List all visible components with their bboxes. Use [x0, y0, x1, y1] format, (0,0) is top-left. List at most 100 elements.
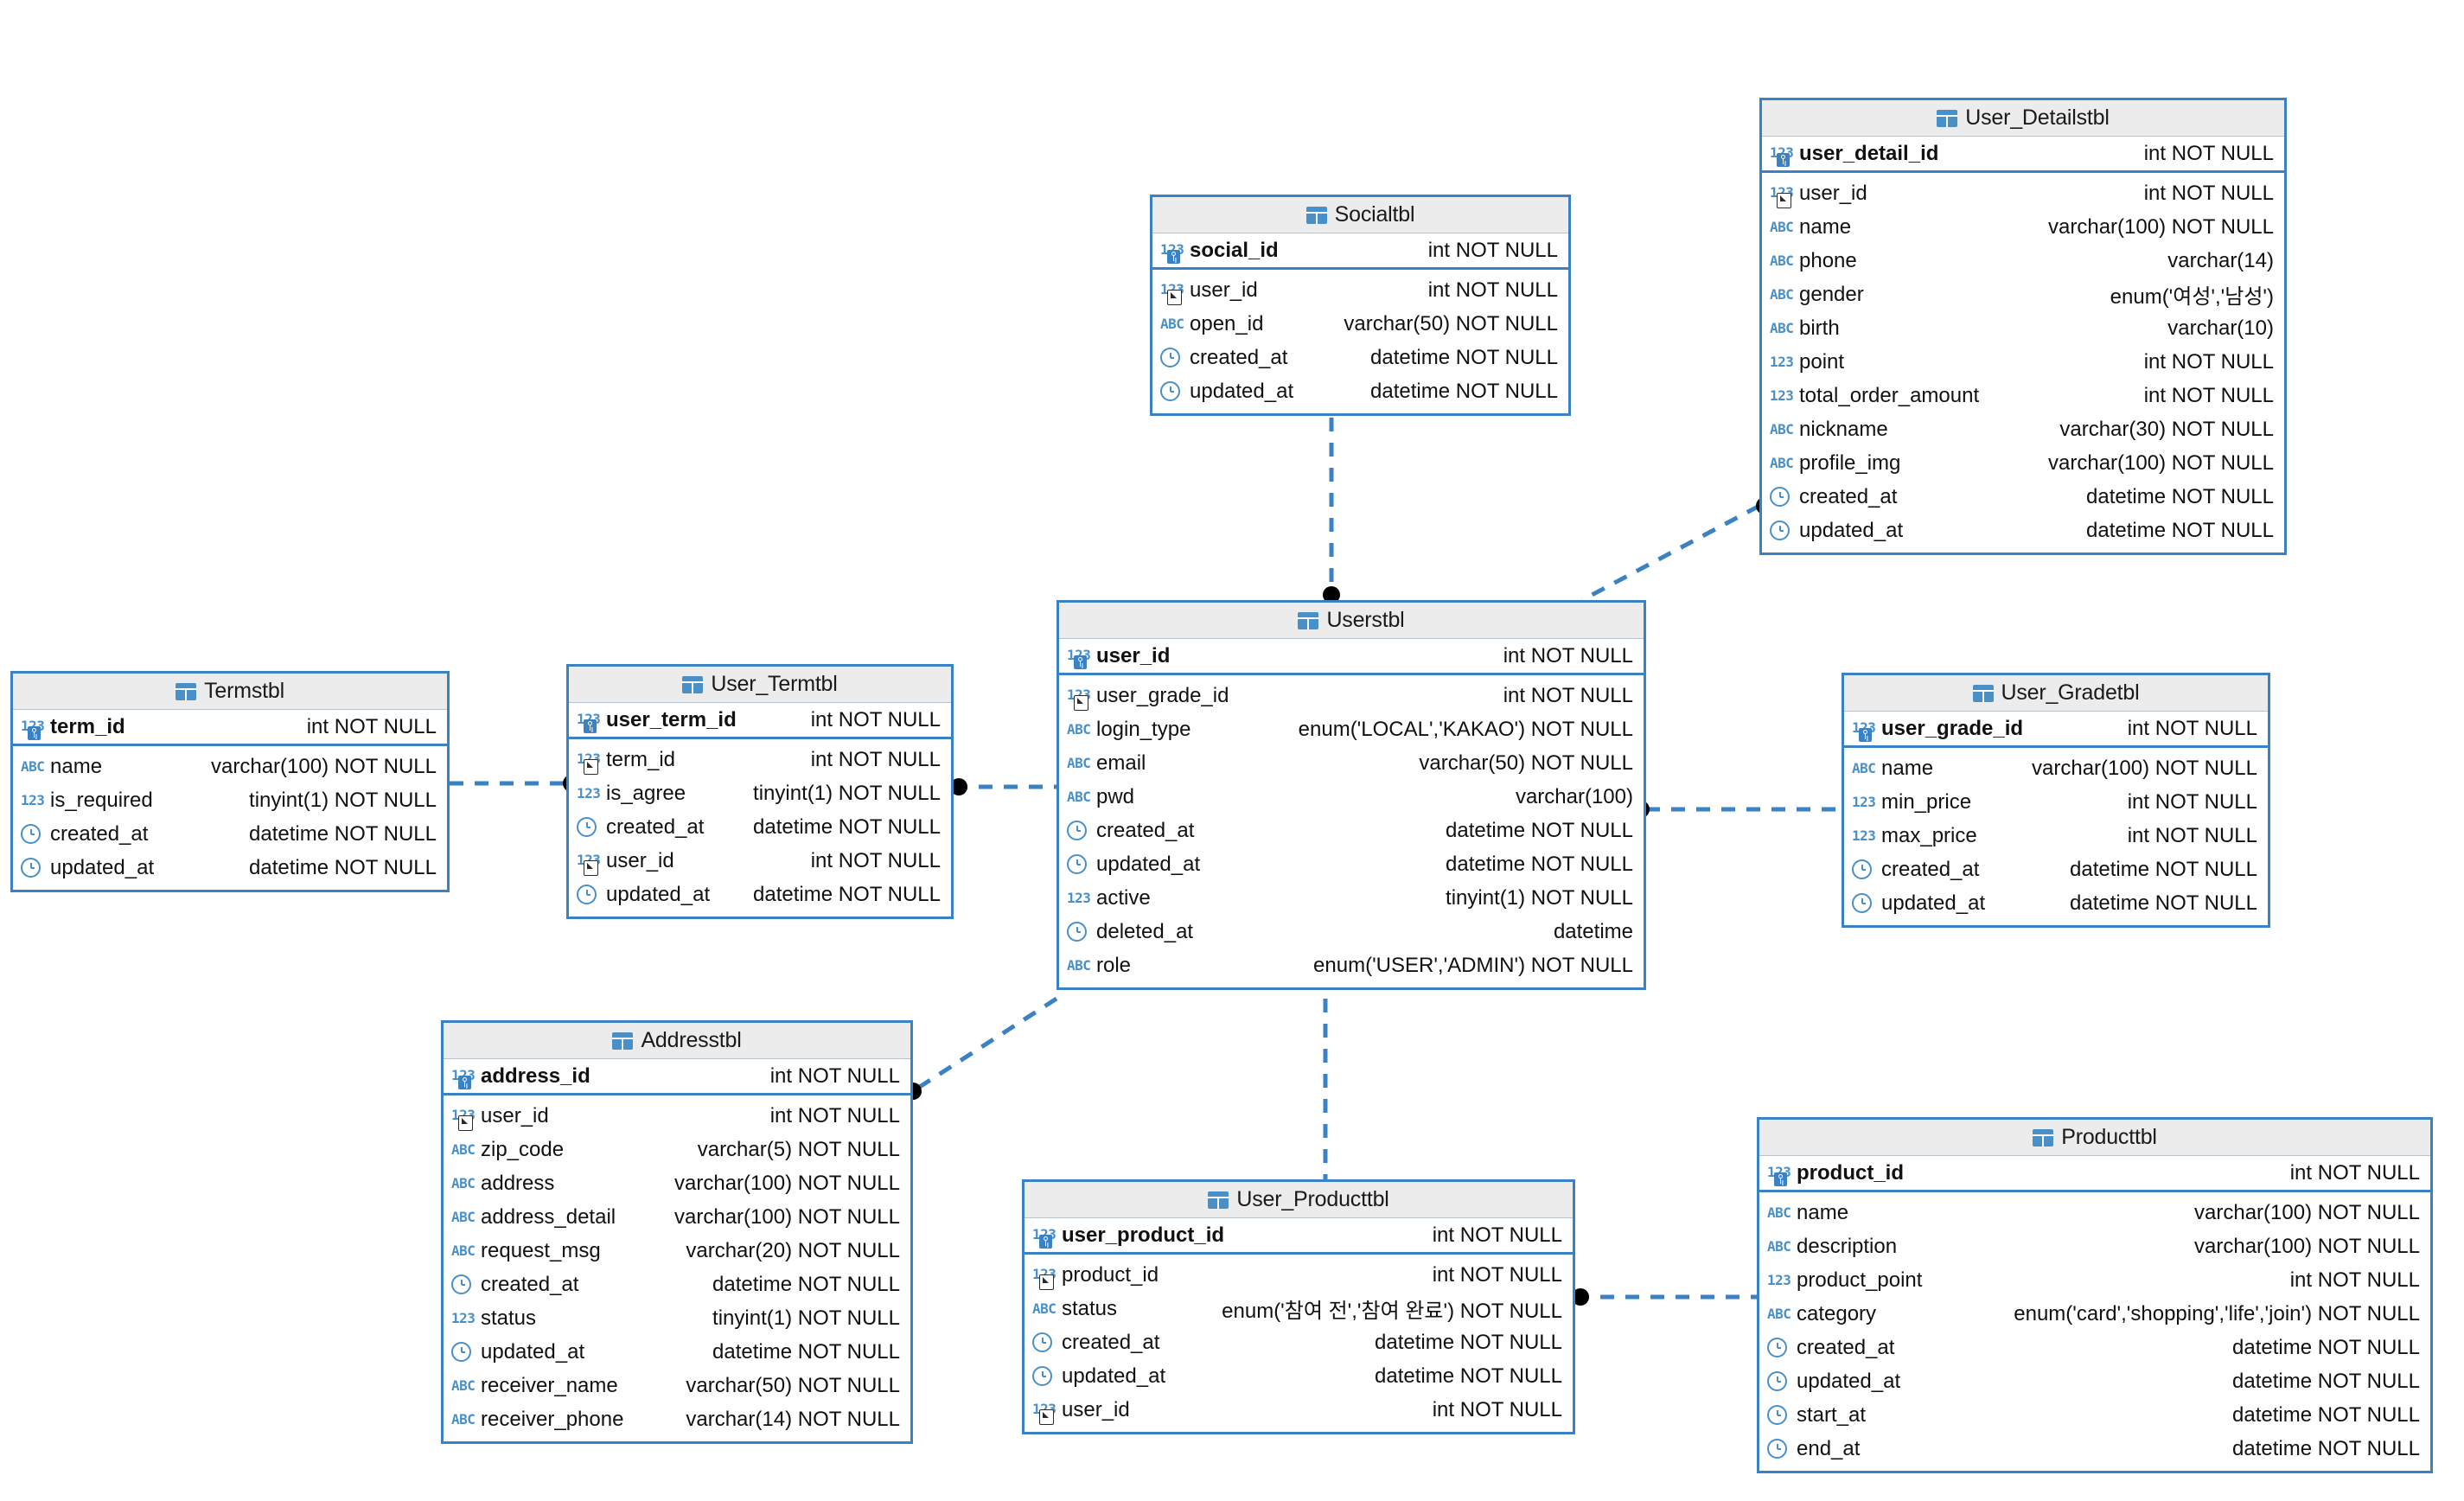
number-type-icon: 123	[1852, 793, 1876, 810]
table-header[interactable]: User_Gradetbl	[1844, 675, 2268, 712]
number-type-icon: 123	[1067, 889, 1091, 906]
column-name: user_id	[1062, 1397, 1130, 1421]
table-name: Producttbl	[2061, 1125, 2157, 1149]
column-datatype: int NOT NULL	[1503, 683, 1633, 707]
table-header[interactable]: User_Producttbl	[1025, 1182, 1573, 1218]
text-type-icon: ABC	[451, 1208, 476, 1225]
table-header[interactable]: Producttbl	[1759, 1120, 2430, 1156]
column-type-icon: 123	[1852, 795, 1881, 809]
table-header[interactable]: Addresstbl	[444, 1023, 910, 1059]
table-header[interactable]: User_Termtbl	[569, 667, 951, 703]
column-datatype: datetime NOT NULL	[2232, 1335, 2420, 1359]
relation-line-user_detailstbl-to-userstbl	[1580, 503, 1761, 603]
table-header[interactable]: Userstbl	[1059, 603, 1644, 639]
table-header[interactable]: Socialtbl	[1152, 197, 1568, 233]
table-header[interactable]: Termstbl	[13, 674, 447, 710]
column-name: updated_at	[1096, 852, 1201, 876]
table-header[interactable]: User_Detailstbl	[1762, 100, 2284, 137]
